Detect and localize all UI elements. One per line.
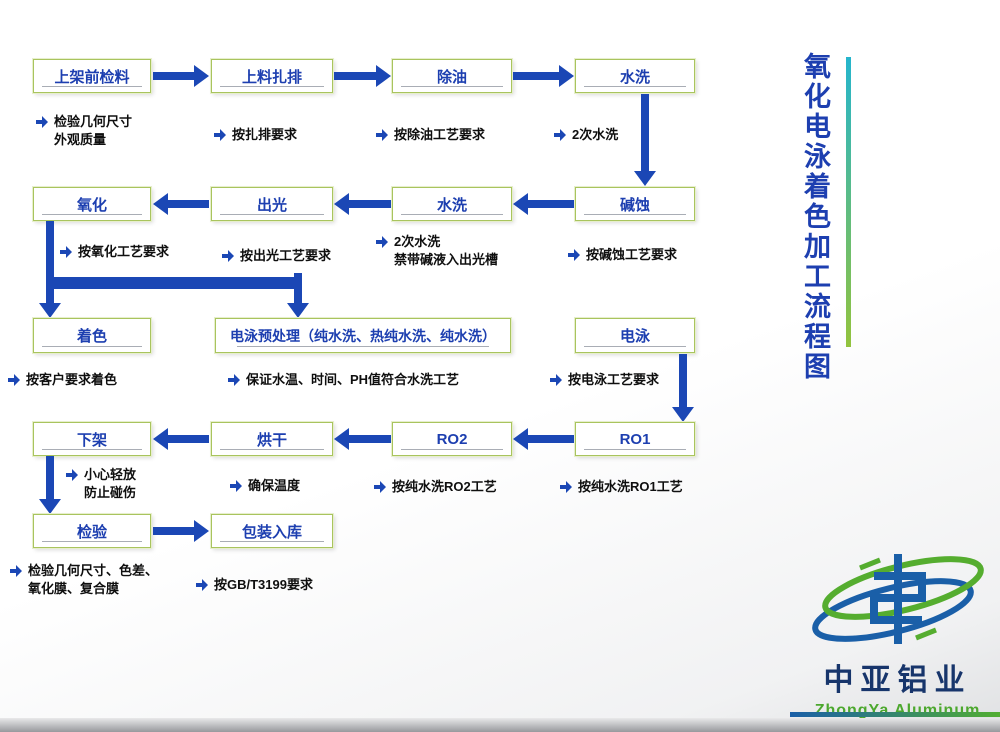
note-text: 保证水温、时间、PH值符合水洗工艺 (246, 372, 460, 387)
node-alkali-etch: 碱蚀 (575, 187, 695, 221)
arrow-bullet-icon (36, 116, 48, 128)
arrow-right-icon (153, 520, 209, 542)
arrow-left-icon (334, 428, 391, 450)
node-electrophoresis: 电泳 (575, 318, 695, 353)
note-text: 按纯水洗RO2工艺 (392, 479, 497, 494)
arrow-bullet-icon (376, 129, 388, 141)
arrow-bullet-icon (228, 374, 240, 386)
node-packaging: 包装入库 (211, 514, 333, 548)
note-ep-pretreatment: 保证水温、时间、PH值符合水洗工艺 (228, 371, 459, 389)
arrow-bullet-icon (222, 250, 234, 262)
note-text: 按扎排要求 (232, 127, 298, 142)
node-ep-pretreatment: 电泳预处理（纯水洗、热纯水洗、纯水洗） (215, 318, 511, 353)
page-title: 氧化电泳着色加工流程图 (800, 52, 830, 382)
note-text: 小心轻放 防止碰伤 (84, 467, 137, 501)
note-alkali-etch: 按碱蚀工艺要求 (568, 246, 677, 264)
arrow-bullet-icon (66, 469, 78, 481)
arrow-down-icon (634, 94, 656, 186)
node-brightening: 出光 (211, 187, 333, 221)
logo-accent-bar (790, 712, 1000, 717)
note-text: 检验几何尺寸 外观质量 (54, 114, 133, 148)
arrow-bullet-icon (230, 480, 242, 492)
arrow-right-icon (334, 65, 391, 87)
arrow-right-icon (513, 65, 574, 87)
note-text: 按电泳工艺要求 (568, 372, 660, 387)
note-ro2: 按纯水洗RO2工艺 (374, 478, 497, 496)
node-ro2: RO2 (392, 422, 512, 456)
arrow-down-icon (672, 354, 694, 422)
node-rinse-2: 水洗 (392, 187, 512, 221)
note-rinse-1: 2次水洗 (554, 126, 618, 144)
node-coloring: 着色 (33, 318, 151, 353)
note-pre-rack-inspection: 检验几何尺寸 外观质量 (36, 113, 132, 149)
note-text: 检验几何尺寸、色差、 氧化膜、复合膜 (28, 563, 159, 597)
arrow-right-icon (153, 65, 209, 87)
node-rinse-1: 水洗 (575, 59, 695, 93)
note-text: 按纯水洗RO1工艺 (578, 479, 683, 494)
note-oxidation: 按氧化工艺要求 (60, 243, 169, 261)
note-unracking: 小心轻放 防止碰伤 (66, 466, 136, 502)
node-racking: 上料扎排 (211, 59, 333, 93)
note-text: 按出光工艺要求 (240, 248, 332, 263)
note-degrease: 按除油工艺要求 (376, 126, 485, 144)
note-text: 按除油工艺要求 (394, 127, 486, 142)
company-logo: 中亚铝业 ZhongYa Aluminum (795, 548, 1000, 720)
node-drying: 烘干 (211, 422, 333, 456)
arrow-bullet-icon (8, 374, 20, 386)
arrow-bullet-icon (568, 249, 580, 261)
arrow-left-icon (334, 193, 391, 215)
note-text: 按GB/T3199要求 (214, 577, 313, 592)
node-pre-rack-inspection: 上架前检料 (33, 59, 151, 93)
note-text: 2次水洗 (572, 127, 619, 142)
arrow-bullet-icon (60, 246, 72, 258)
arrow-down-icon (39, 221, 61, 318)
arrow-bullet-icon (376, 236, 388, 248)
note-coloring: 按客户要求着色 (8, 371, 117, 389)
arrow-bullet-icon (214, 129, 226, 141)
note-text: 按氧化工艺要求 (78, 244, 170, 259)
arrow-left-icon (153, 428, 209, 450)
note-text: 确保温度 (248, 478, 301, 493)
note-text: 2次水洗 禁带碱液入出光槽 (394, 234, 499, 268)
note-rinse-2: 2次水洗 禁带碱液入出光槽 (376, 233, 498, 269)
node-oxidation: 氧化 (33, 187, 151, 221)
note-text: 按碱蚀工艺要求 (586, 247, 678, 262)
node-ro1: RO1 (575, 422, 695, 456)
branch-connector-line (50, 277, 298, 289)
arrow-left-icon (513, 428, 574, 450)
arrow-left-icon (153, 193, 209, 215)
note-brightening: 按出光工艺要求 (222, 247, 331, 265)
note-text: 按客户要求着色 (26, 372, 118, 387)
arrow-down-icon (39, 456, 61, 514)
note-ro1: 按纯水洗RO1工艺 (560, 478, 683, 496)
note-electrophoresis: 按电泳工艺要求 (550, 371, 659, 389)
node-degrease: 除油 (392, 59, 512, 93)
company-name-cn: 中亚铝业 (823, 664, 972, 697)
note-inspection: 检验几何尺寸、色差、 氧化膜、复合膜 (10, 562, 158, 598)
arrow-bullet-icon (196, 579, 208, 591)
node-unracking: 下架 (33, 422, 151, 456)
bottom-gradient-strip (0, 718, 1000, 732)
arrow-bullet-icon (560, 481, 572, 493)
arrow-bullet-icon (374, 481, 386, 493)
arrow-bullet-icon (550, 374, 562, 386)
note-drying: 确保温度 (230, 477, 300, 495)
title-accent-bar (846, 57, 851, 347)
arrow-bullet-icon (554, 129, 566, 141)
zhongya-logo-mark (811, 554, 984, 644)
note-packaging: 按GB/T3199要求 (196, 576, 313, 594)
node-inspection: 检验 (33, 514, 151, 548)
note-racking: 按扎排要求 (214, 126, 297, 144)
arrow-left-icon (513, 193, 574, 215)
arrow-bullet-icon (10, 565, 22, 577)
